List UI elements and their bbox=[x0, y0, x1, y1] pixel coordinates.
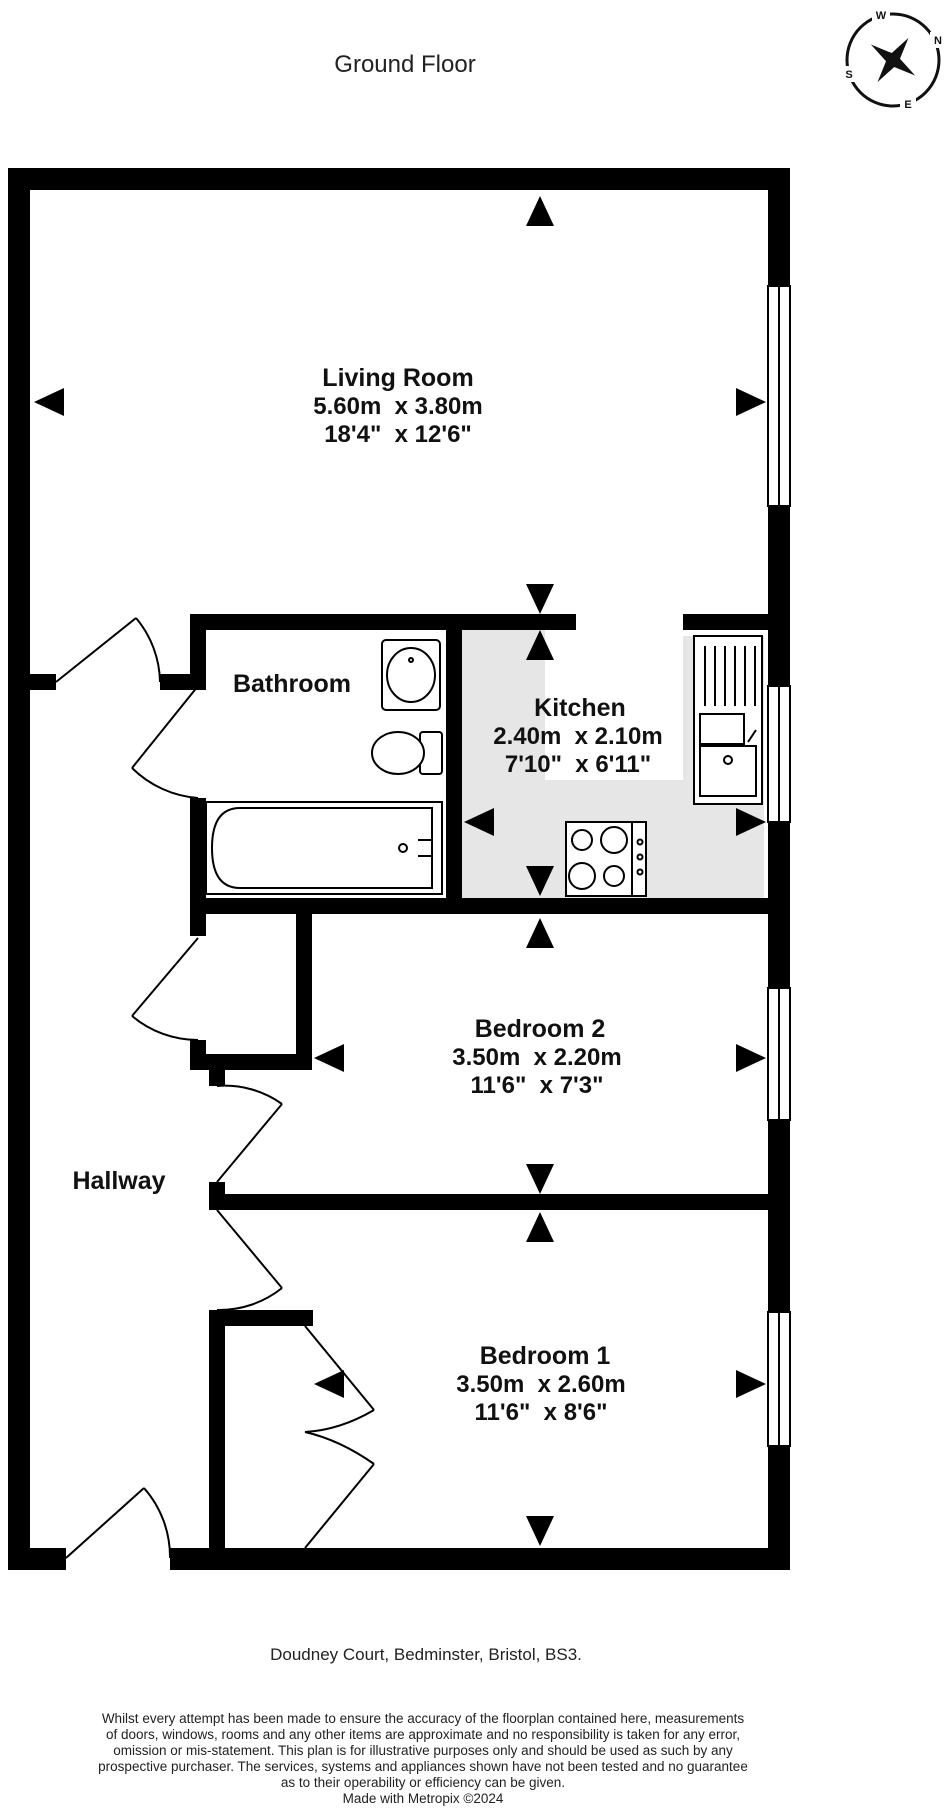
compass-icon: W N E S bbox=[842, 6, 946, 111]
bedroom2-name: Bedroom 2 bbox=[475, 1015, 606, 1043]
living-room-name: Living Room bbox=[322, 364, 473, 392]
arrow-bedroom1-top bbox=[526, 1212, 554, 1242]
kitchen-metric: 2.40m x 2.10m bbox=[493, 723, 662, 750]
compass-letter-w: W bbox=[876, 10, 887, 22]
bathtub-icon bbox=[205, 801, 443, 895]
kitchen-imperial: 7'10" x 6'11" bbox=[505, 751, 651, 778]
arrow-living-top bbox=[526, 196, 554, 226]
compass-letter-n: N bbox=[934, 35, 942, 47]
door-cupboard bbox=[131, 937, 199, 1042]
arrow-kitchen-top bbox=[526, 630, 554, 660]
living-room-metric: 5.60m x 3.80m bbox=[313, 393, 482, 420]
dimension-arrows bbox=[34, 196, 766, 1546]
door-entrance bbox=[65, 1487, 172, 1559]
arrow-living-right bbox=[736, 388, 766, 416]
hallway-name: Hallway bbox=[72, 1167, 165, 1195]
doors bbox=[55, 617, 375, 1559]
living-room-imperial: 18'4" x 12'6" bbox=[324, 421, 472, 448]
door-wardrobe bbox=[304, 1325, 375, 1549]
door-bedroom2 bbox=[216, 1084, 283, 1183]
compass-letter-s: S bbox=[845, 69, 852, 81]
window-bedroom2 bbox=[767, 987, 791, 1121]
hob-icon bbox=[565, 821, 647, 897]
windows bbox=[767, 285, 791, 1447]
bedroom1-name: Bedroom 1 bbox=[480, 1342, 611, 1370]
window-living-room bbox=[767, 285, 791, 507]
arrow-bedroom1-right bbox=[736, 1370, 766, 1398]
disclaimer-line: omission or mis-statement. This plan is … bbox=[113, 1743, 733, 1758]
disclaimer-line: prospective purchaser. The services, sys… bbox=[98, 1759, 748, 1774]
arrow-kitchen-right bbox=[736, 808, 766, 836]
bedroom1-metric: 3.50m x 2.60m bbox=[456, 1371, 625, 1398]
basin-icon bbox=[381, 639, 441, 711]
walls bbox=[8, 168, 790, 1570]
bedroom2-metric: 3.50m x 2.20m bbox=[452, 1044, 621, 1071]
sink-icon bbox=[693, 635, 763, 805]
bedroom2-imperial: 11'6" x 7'3" bbox=[471, 1072, 604, 1099]
disclaimer-line: Whilst every attempt has been made to en… bbox=[102, 1711, 745, 1726]
window-bedroom1 bbox=[767, 1311, 791, 1447]
arrow-bedroom2-top bbox=[526, 918, 554, 948]
door-bathroom bbox=[131, 685, 199, 799]
kitchen-floor bbox=[462, 630, 764, 898]
door-living-room bbox=[55, 617, 161, 683]
arrow-bedroom2-left bbox=[314, 1044, 344, 1072]
disclaimer-line: of doors, windows, rooms and any other i… bbox=[106, 1727, 740, 1742]
disclaimer: Whilst every attempt has been made to en… bbox=[98, 1711, 748, 1806]
compass-letter-e: E bbox=[904, 99, 911, 111]
window-kitchen bbox=[767, 685, 791, 823]
disclaimer-line: as to their operability or efficiency ca… bbox=[281, 1775, 565, 1790]
arrow-kitchen-left bbox=[464, 808, 494, 836]
property-address: Doudney Court, Bedminster, Bristol, BS3. bbox=[270, 1645, 582, 1664]
arrow-living-left bbox=[34, 388, 64, 416]
arrow-kitchen-bottom bbox=[526, 866, 554, 896]
arrow-bedroom2-right bbox=[736, 1044, 766, 1072]
disclaimer-credit: Made with Metropix ©2024 bbox=[343, 1791, 504, 1806]
arrow-bedroom1-left bbox=[314, 1370, 344, 1398]
arrow-bedroom2-bottom bbox=[526, 1164, 554, 1194]
bedroom1-imperial: 11'6" x 8'6" bbox=[475, 1399, 608, 1426]
kitchen-name: Kitchen bbox=[534, 694, 626, 722]
floor-title: Ground Floor bbox=[334, 51, 475, 78]
arrow-living-bottom bbox=[526, 584, 554, 614]
toilet-icon bbox=[371, 731, 443, 775]
arrow-bedroom1-bottom bbox=[526, 1516, 554, 1546]
door-bedroom1 bbox=[216, 1209, 283, 1312]
bathroom-name: Bathroom bbox=[233, 670, 351, 698]
